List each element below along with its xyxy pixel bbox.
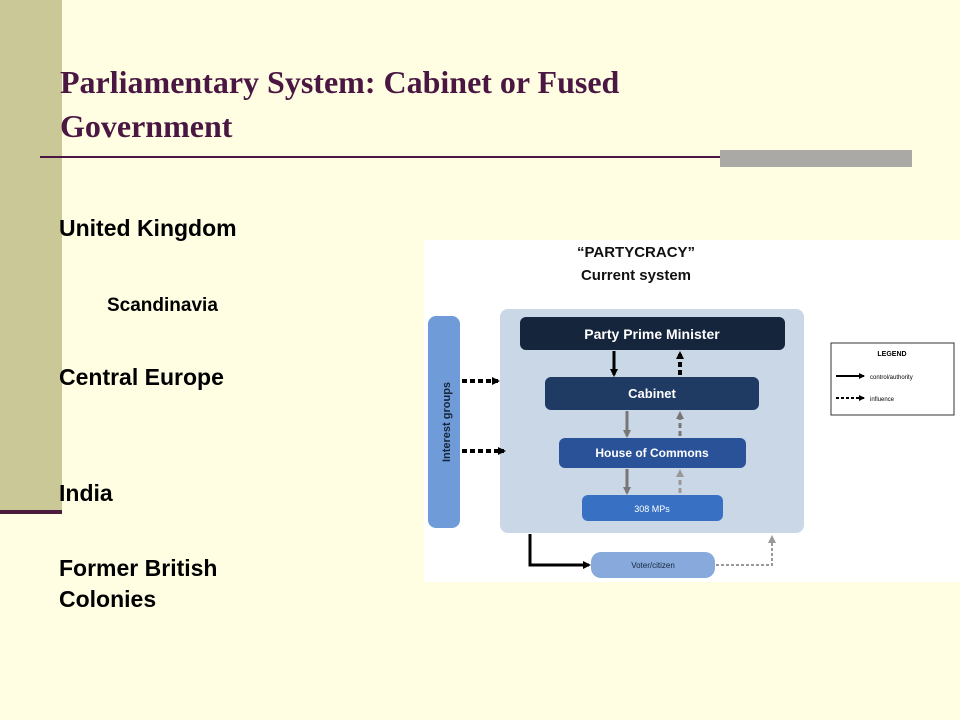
house-of-commons-box [559,438,746,468]
diagram-canvas: “PARTYCRACY” Current system Interest gro… [428,244,955,578]
legend-box [830,342,955,416]
left-decor-band [0,0,62,512]
house-of-commons-label: House of Commons [595,446,709,460]
bullet-united-kingdom: United Kingdom [59,215,237,241]
bullet-scandinavia: Scandinavia [107,295,218,316]
panel-to-voter-arrow [528,534,591,569]
diagram-heading: “PARTYCRACY” [577,244,695,261]
legend-title: LEGEND [877,351,906,358]
voter-citizen-label: Voter/citizen [631,561,675,570]
left-band-foot-line [0,510,62,514]
legend-influence-label: influence [870,397,895,403]
voter-to-government-influence-arrow [716,535,776,566]
partycracy-diagram: “PARTYCRACY” Current system Interest gro… [424,240,960,582]
interest-groups-label: Interest groups [441,382,453,462]
legend-control-label: control/authority [870,375,913,381]
cabinet-box [545,377,759,410]
diagram-subheading: Current system [581,267,691,284]
slide-title: Parliamentary System: Cabinet or Fused G… [60,64,620,144]
cabinet-label: Cabinet [628,386,676,401]
party-prime-minister-box [520,317,785,350]
mps-label: 308 MPs [634,504,670,514]
bullet-india: India [59,480,113,506]
title-underline [40,156,912,158]
party-prime-minister-label: Party Prime Minister [584,326,720,342]
government-panel [500,309,804,533]
bullet-central-europe: Central Europe [59,364,224,390]
bullet-former-british-colonies: Former British Colonies [59,555,218,612]
title-accent-bar [720,150,912,167]
mps-box [582,495,723,521]
voter-citizen-box [591,552,715,578]
interest-groups-bar [428,316,460,528]
